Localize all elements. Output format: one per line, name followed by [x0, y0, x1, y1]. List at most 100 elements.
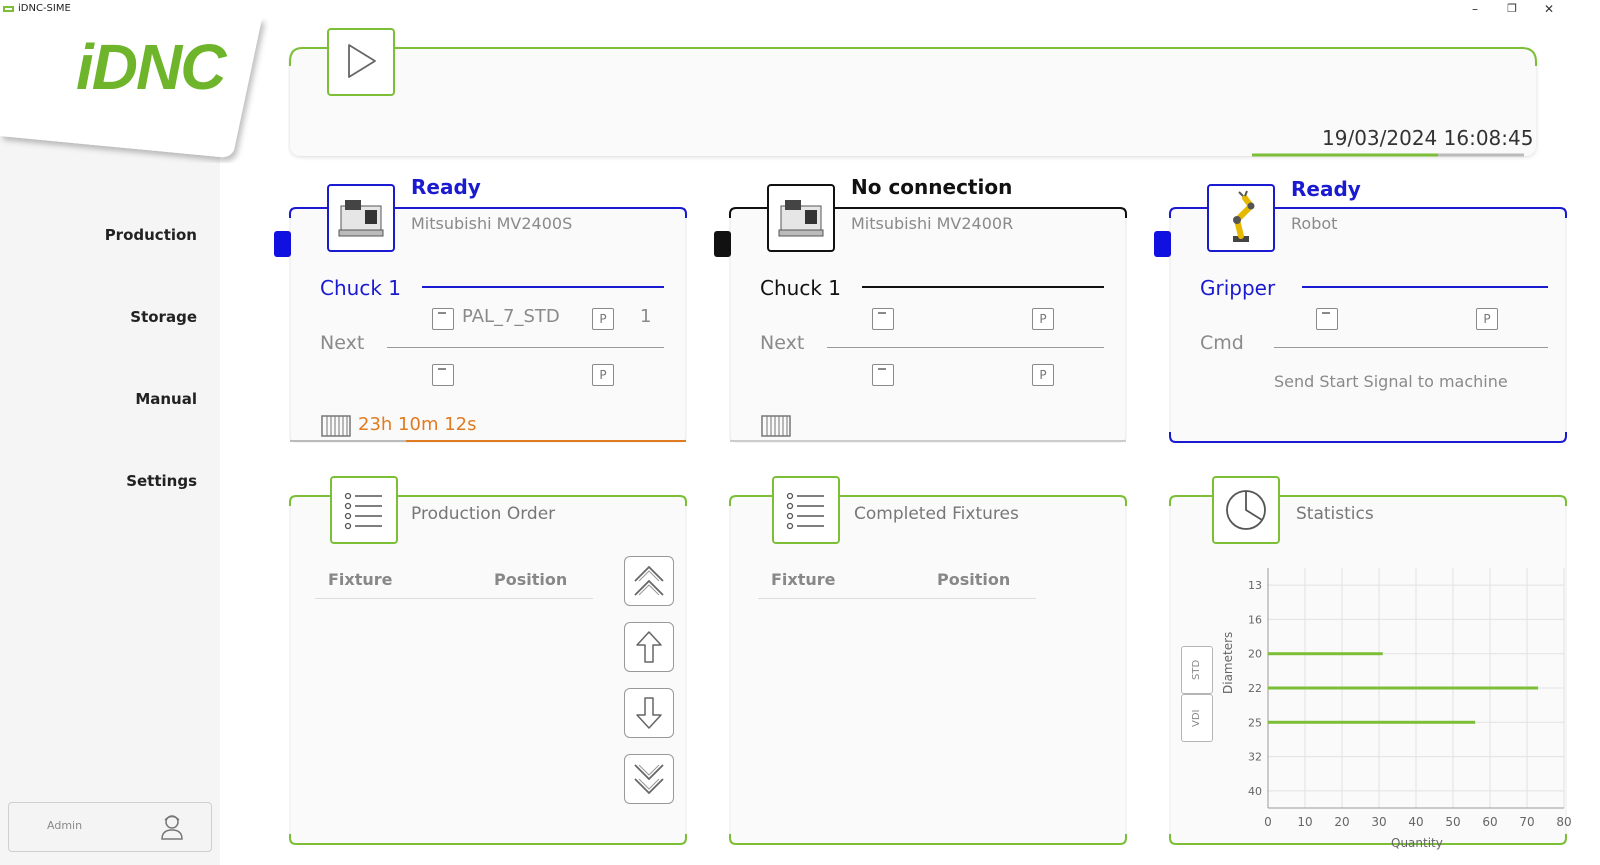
gripper-line [1302, 286, 1548, 288]
top-panel [289, 47, 1537, 157]
robot-icon[interactable] [1207, 184, 1275, 252]
move-up-button[interactable] [624, 622, 674, 672]
robot-card [1169, 207, 1567, 443]
status-indicator-3 [1154, 231, 1171, 257]
gripper-position-icon: P [1476, 308, 1498, 330]
tab-vdi-label: VDI [1191, 709, 1202, 727]
cmd-line [1274, 347, 1548, 348]
completed-fixtures-header-line [758, 598, 1036, 599]
completed-fixtures-panel [729, 495, 1127, 845]
production-order-panel [289, 495, 687, 845]
next-line-1 [387, 347, 664, 348]
move-down-button[interactable] [624, 688, 674, 738]
pie-chart-icon [1226, 490, 1266, 530]
nav-item-storage[interactable]: Storage [130, 308, 197, 326]
next-fixture-icon-1 [432, 364, 454, 386]
chart-x-tick-label: 50 [1445, 815, 1460, 829]
user-box[interactable]: Admin [8, 802, 212, 852]
machine-name-2: Mitsubishi MV2400R [851, 214, 1014, 233]
robot-status: Ready [1291, 177, 1361, 201]
chart-y-tick-label: 25 [1248, 716, 1262, 729]
status-indicator-2 [714, 231, 731, 257]
robot-arm-icon [1233, 190, 1255, 242]
robot-command: Send Start Signal to machine [1274, 372, 1508, 391]
chart-x-tick-label: 20 [1334, 815, 1349, 829]
nav-item-production[interactable]: Production [104, 226, 197, 244]
chart-bar [1268, 720, 1476, 724]
chart-y-tick-label: 13 [1248, 579, 1262, 592]
position-icon-2: P [1032, 308, 1054, 330]
chart-y-tick-label: 20 [1248, 648, 1262, 661]
restore-button[interactable]: ❐ [1507, 2, 1517, 15]
statistics-title: Statistics [1296, 504, 1374, 524]
list-icon [344, 492, 382, 530]
completed-fixtures-icon-box [772, 476, 840, 544]
position-icon-1: P [592, 308, 614, 330]
machine-card-1 [289, 207, 687, 443]
fixture-name-1: PAL_7_STD [462, 306, 560, 327]
production-order-col-fixture[interactable]: Fixture [328, 570, 393, 589]
next-position-icon-2: P [1032, 364, 1054, 386]
machine-icon-2[interactable] [767, 184, 835, 252]
next-line-2 [827, 347, 1104, 348]
minimize-button[interactable]: – [1472, 2, 1478, 16]
position-value-1: 1 [640, 306, 652, 327]
production-order-title: Production Order [411, 504, 556, 524]
machine-status-2: No connection [851, 175, 1013, 199]
chart-y-tick-label: 40 [1248, 785, 1262, 798]
double-chevron-up-icon [634, 565, 664, 596]
y-axis-label: Diameters [1221, 631, 1235, 694]
nav-item-settings[interactable]: Settings [126, 472, 197, 490]
chuck-label-1: Chuck 1 [320, 276, 401, 300]
logo-card [0, 18, 262, 158]
next-label-2: Next [760, 332, 805, 354]
app-mini-icon [3, 6, 14, 12]
chart-y-tick-label: 16 [1248, 613, 1262, 626]
statistics-icon-box [1212, 476, 1280, 544]
pallet-icon-2 [761, 415, 791, 437]
chuck-label-2: Chuck 1 [760, 276, 841, 300]
completed-fixtures-col-position[interactable]: Position [937, 570, 1011, 589]
list-icon [786, 492, 824, 530]
close-button[interactable]: ✕ [1543, 2, 1555, 16]
nav-item-manual[interactable]: Manual [135, 390, 197, 408]
machine-icon-1[interactable] [327, 184, 395, 252]
window-title: iDNC-SIME [18, 3, 71, 14]
next-label-1: Next [320, 332, 365, 354]
tab-std[interactable]: STD [1181, 646, 1213, 694]
status-indicator-1 [274, 231, 291, 257]
play-button[interactable] [327, 28, 395, 96]
fixture-icon-2 [872, 308, 894, 330]
chart-y-tick-label: 32 [1248, 751, 1262, 764]
tab-std-label: STD [1191, 659, 1202, 681]
chart-x-tick-label: 30 [1371, 815, 1386, 829]
gripper-label: Gripper [1200, 276, 1276, 300]
chart-y-tick-label: 22 [1248, 682, 1262, 695]
completed-fixtures-col-fixture[interactable]: Fixture [771, 570, 836, 589]
tab-vdi[interactable]: VDI [1181, 694, 1213, 742]
datetime: 19/03/2024 16:08:45 [1322, 126, 1534, 150]
move-top-button[interactable] [624, 556, 674, 606]
chart-bar [1268, 686, 1539, 690]
x-axis-label: Quantity [1391, 836, 1443, 850]
next-fixture-icon-2 [872, 364, 894, 386]
chuck-line-2 [862, 286, 1104, 288]
title-bar: iDNC-SIME – ❐ ✕ [0, 0, 1600, 18]
play-icon [348, 44, 376, 78]
arrow-down-icon [636, 697, 662, 729]
chart-x-tick-label: 70 [1519, 815, 1534, 829]
machine-card-2 [729, 207, 1127, 443]
chart-x-tick-label: 10 [1297, 815, 1312, 829]
cmd-label: Cmd [1200, 332, 1244, 354]
fixture-icon-1 [432, 308, 454, 330]
chuck-line-1 [422, 286, 664, 288]
next-position-icon-1: P [592, 364, 614, 386]
production-order-header-line [315, 598, 593, 599]
completed-fixtures-title: Completed Fixtures [854, 504, 1019, 524]
chart-x-tick-label: 0 [1264, 815, 1272, 829]
pallet-icon-1 [321, 415, 351, 437]
sidebar [0, 18, 220, 865]
move-bottom-button[interactable] [624, 754, 674, 804]
production-order-col-position[interactable]: Position [494, 570, 568, 589]
